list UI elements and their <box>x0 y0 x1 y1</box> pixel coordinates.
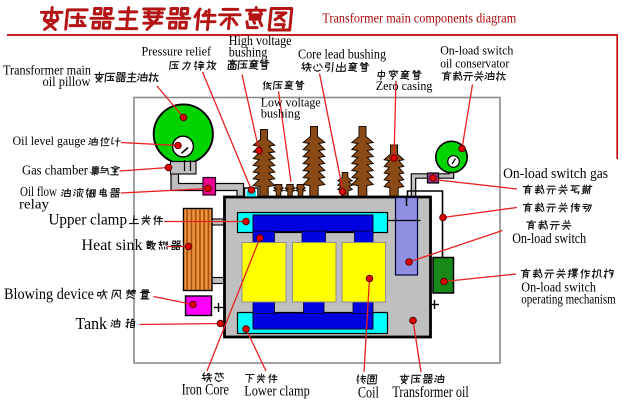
svg-text:Core lead bushing: Core lead bushing <box>298 48 386 63</box>
svg-text:On-load switch gas: On-load switch gas <box>503 166 608 182</box>
svg-text:oil conservator: oil conservator <box>440 55 510 70</box>
svg-text:High voltage: High voltage <box>229 33 292 48</box>
svg-text:operating mechanism: operating mechanism <box>521 293 615 308</box>
svg-text:Tank: Tank <box>76 314 108 333</box>
svg-text:relay: relay <box>19 198 49 213</box>
svg-text:bushing: bushing <box>229 45 268 60</box>
svg-text:Blowing device: Blowing device <box>4 286 94 303</box>
svg-text:Coil: Coil <box>358 384 379 401</box>
svg-text:Iron Core: Iron Core <box>182 382 229 399</box>
svg-text:Lower clamp: Lower clamp <box>244 384 310 400</box>
svg-text:Transformer oil: Transformer oil <box>392 384 469 401</box>
svg-text:Pressure relief: Pressure relief <box>142 44 212 58</box>
svg-text:Oil level gauge: Oil level gauge <box>13 133 86 148</box>
svg-text:oil pillow: oil pillow <box>43 75 92 90</box>
svg-text:Upper clamp: Upper clamp <box>49 211 128 228</box>
svg-text:Transformer main: Transformer main <box>3 63 91 78</box>
svg-text:Low voltage: Low voltage <box>261 95 321 110</box>
svg-text:Gas chamber: Gas chamber <box>22 164 88 179</box>
svg-text:On-load switch: On-load switch <box>512 231 587 247</box>
svg-text:On-load switch: On-load switch <box>440 43 514 58</box>
svg-text:bushing: bushing <box>261 106 301 121</box>
svg-text:Heat sink: Heat sink <box>82 237 143 254</box>
svg-text:Zero casing: Zero casing <box>376 79 433 93</box>
svg-text:On-load switch: On-load switch <box>521 281 596 296</box>
svg-text:Oil flow: Oil flow <box>20 185 58 200</box>
svg-text:Transformer main components di: Transformer main components diagram <box>322 11 516 26</box>
